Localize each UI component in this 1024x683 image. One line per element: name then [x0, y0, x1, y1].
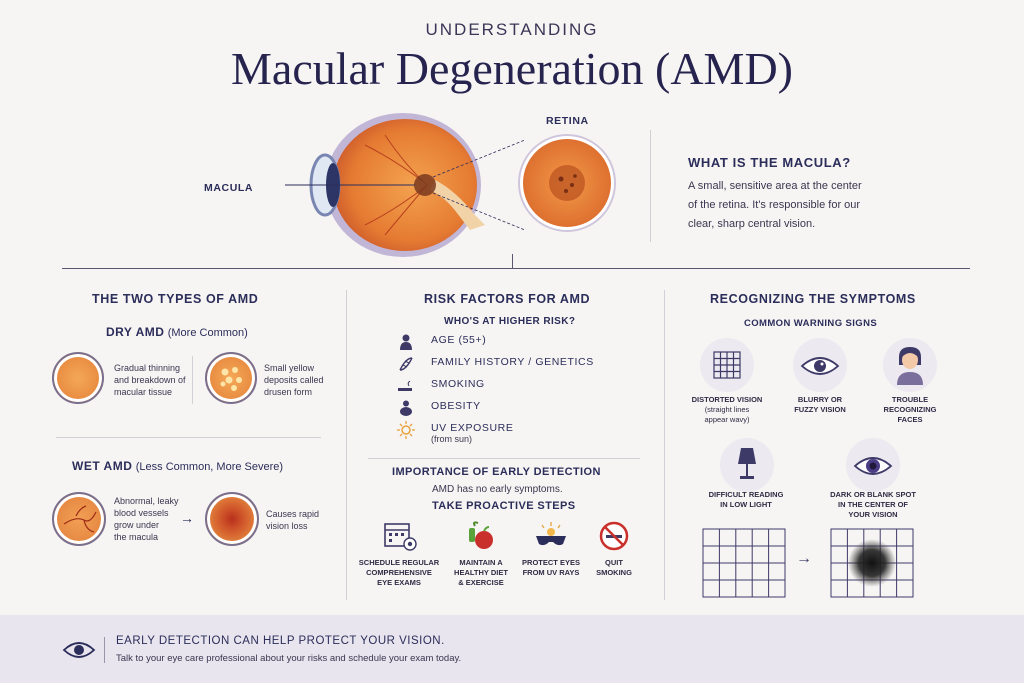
blood-vessels: [364, 134, 428, 236]
risk-item-age: AGE (55+): [395, 334, 486, 350]
calendar-icon: [384, 523, 417, 551]
risk-item-uv: UV EXPOSURE (from sun): [395, 421, 513, 444]
sun-icon: [395, 421, 417, 439]
macula-label: MACULA: [204, 182, 254, 194]
zoom-line-top: [432, 139, 526, 178]
amsler-grid-normal: [702, 528, 786, 598]
eye-icon: [800, 357, 840, 375]
eye-icon: [62, 642, 96, 658]
divider: [650, 130, 651, 242]
column-divider: [346, 290, 347, 600]
column-divider: [664, 290, 665, 600]
risk-item-genetics: FAMILY HISTORY / GENETICS: [395, 356, 594, 372]
risk-subheading: WHO'S AT HIGHER RISK?: [444, 316, 576, 327]
symptom-distorted: DISTORTED VISION (straight lines appear …: [691, 395, 763, 424]
eye-illustration: [285, 113, 616, 257]
section-divider: [62, 268, 970, 269]
body-icon: [395, 400, 417, 416]
divider-tick: [512, 254, 513, 268]
optic-nerve: [430, 180, 485, 230]
risk-heading: RISK FACTORS FOR AMD: [424, 292, 591, 306]
cigarette-icon: [395, 378, 417, 394]
footer-text: Talk to your eye care professional about…: [116, 653, 462, 664]
footer-banner: EARLY DETECTION CAN HELP PROTECT YOUR VI…: [0, 615, 1024, 683]
dry-amd-title: DRY AMD (More Common): [106, 325, 248, 339]
macula-spot: [414, 174, 436, 196]
dna-icon: [395, 356, 417, 372]
macula-description: A small, sensitive area at the center of…: [688, 180, 862, 230]
face-icon: [897, 347, 923, 385]
macula-heading: WHAT IS THE MACULA?: [688, 155, 851, 170]
no-smoking-icon: [599, 521, 629, 551]
wet-amd-bleed-image: [205, 492, 259, 546]
arrow-icon: →: [796, 550, 812, 567]
risk-item-smoking: SMOKING: [395, 378, 485, 394]
sup-title: UNDERSTANDING: [425, 20, 599, 39]
wet-amd-vessels-image: [52, 492, 106, 546]
zoom-line-bottom: [432, 192, 526, 231]
steps-heading: TAKE PROACTIVE STEPS: [432, 500, 576, 512]
sunglasses-icon: [536, 522, 566, 546]
types-heading: THE TWO TYPES OF AMD: [92, 292, 259, 306]
arrow-icon: →: [180, 510, 194, 526]
dry-amd-thinning-image: [52, 352, 104, 404]
lamp-icon: [738, 448, 756, 479]
dry-amd-drusen-image: [205, 352, 257, 404]
symptoms-subheading: COMMON WARNING SIGNS: [744, 318, 878, 329]
dark-eye-icon: [853, 457, 893, 475]
risk-item-obesity: OBESITY: [395, 400, 481, 416]
wet-amd-title: WET AMD (Less Common, More Severe): [72, 459, 284, 473]
apple-icon: [469, 521, 493, 549]
grid-icon: [713, 351, 741, 379]
person-icon: [395, 334, 417, 350]
amsler-grid-affected: [830, 528, 914, 598]
retina-label: RETINA: [546, 115, 589, 127]
early-detection-heading: IMPORTANCE OF EARLY DETECTION: [392, 466, 601, 478]
symptoms-heading: RECOGNIZING THE SYMPTOMS: [710, 292, 916, 306]
early-detection-note: AMD has no early symptoms.: [432, 484, 563, 495]
page-title: Macular Degeneration (AMD): [231, 43, 793, 94]
footer-title: EARLY DETECTION CAN HELP PROTECT YOUR VI…: [116, 635, 445, 647]
